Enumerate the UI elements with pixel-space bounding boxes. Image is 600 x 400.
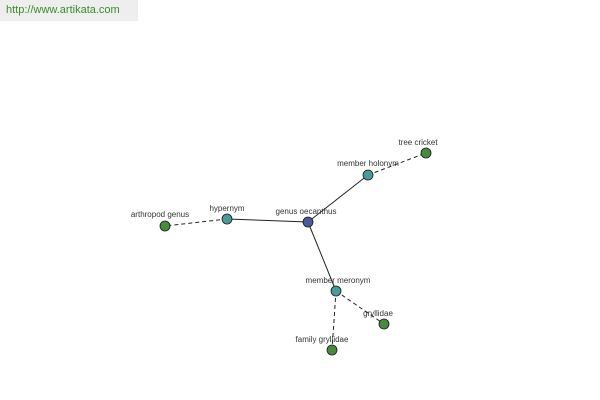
node-label-gryllidae[interactable]: gryllidae: [363, 309, 393, 318]
edge-member-holonym-tree-cricket: [367, 152, 427, 176]
node-gryllidae[interactable]: [378, 318, 390, 330]
node-tree-cricket[interactable]: [420, 147, 432, 159]
node-hypernym[interactable]: [221, 213, 233, 225]
edges-layer: [164, 152, 427, 351]
nodes-layer: [159, 147, 432, 356]
edge-member-meronym-family-gryllidae: [331, 290, 337, 351]
edge-center-member-holonym: [307, 174, 369, 223]
node-member-holonym[interactable]: [362, 169, 374, 181]
edge-center-hypernym: [226, 218, 309, 223]
node-arthropod-genus[interactable]: [159, 220, 171, 232]
site-url-link[interactable]: http://www.artikata.com: [0, 0, 138, 21]
labels-layer: genus oecanthus hypernym member holonym mem…: [131, 138, 438, 344]
edge-member-meronym-gryllidae: [335, 290, 385, 325]
node-member-meronym[interactable]: [330, 285, 342, 297]
node-center[interactable]: [302, 216, 314, 228]
edge-center-member-meronym: [307, 221, 337, 292]
node-label-member-meronym[interactable]: member meronym: [306, 276, 371, 285]
node-label-arthropod-genus[interactable]: arthropod genus: [131, 210, 189, 219]
node-label-member-holonym[interactable]: member holonym: [337, 159, 399, 168]
edge-hypernym-arthropod-genus: [164, 218, 228, 227]
node-label-family-gryllidae[interactable]: family gryllidae: [296, 335, 349, 344]
node-label-hypernym[interactable]: hypernym: [209, 204, 244, 213]
node-label-tree-cricket[interactable]: tree cricket: [398, 138, 438, 147]
node-label-center[interactable]: genus oecanthus: [276, 207, 337, 216]
node-family-gryllidae[interactable]: [326, 344, 338, 356]
